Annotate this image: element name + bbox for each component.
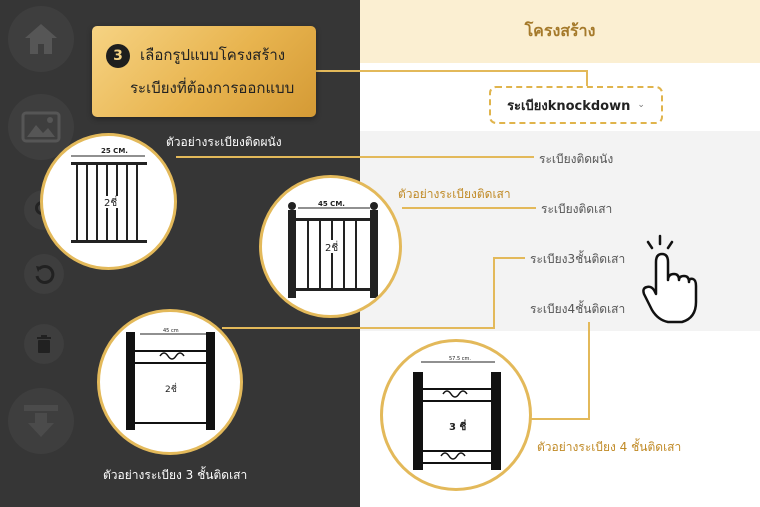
image-icon [21, 111, 61, 143]
caption-post: ตัวอย่างระเบียงติดเสา [398, 187, 511, 201]
pointer-hand-icon [638, 232, 698, 327]
connector-line [402, 207, 536, 209]
trash-icon [37, 335, 51, 353]
bar-count: 3 ชี่ [449, 419, 466, 433]
structure-select-value: ระเบียงknockdown [507, 98, 631, 114]
caption-3-tier: ตัวอย่างระเบียง 3 ชั้นติดเสา [103, 468, 248, 482]
panel-title: โครงสร้าง [360, 0, 760, 63]
step-callout: 3 เลือกรูปแบบโครงสร้าง ระเบียงที่ต้องการ… [92, 26, 316, 117]
connector-line [176, 156, 534, 158]
bar-count: 2ชี่ [165, 382, 177, 395]
connector-line [586, 70, 588, 87]
bar-count: 2ชี่ [104, 195, 117, 209]
structure-select[interactable]: ระเบียงknockdown ⌄ [489, 86, 663, 124]
connector-line [588, 322, 590, 420]
connector-line [493, 257, 495, 329]
example-wall-image: 25 CM. 2ชี่ [40, 133, 177, 270]
dimension-label: 45 CM. [318, 200, 345, 208]
connector-line [528, 418, 590, 420]
dimension-label: 45 cm [163, 328, 179, 334]
caption-wall: ตัวอย่างระเบียงติดผนัง [166, 135, 282, 149]
connector-line [222, 327, 495, 329]
delete-button[interactable] [24, 324, 64, 364]
undo-button[interactable] [24, 254, 64, 294]
step-line-1: เลือกรูปแบบโครงสร้าง [140, 46, 286, 64]
undo-icon [35, 264, 55, 284]
connector-line [493, 257, 525, 259]
step-number: 3 [106, 44, 130, 68]
bar-count: 2ชี่ [325, 240, 338, 254]
dimension-label: 57.5 cm. [449, 356, 471, 362]
option-wall[interactable]: ระเบียงติดผนัง [539, 152, 614, 166]
caption-4-tier: ตัวอย่างระเบียง 4 ชั้นติดเสา [537, 440, 682, 454]
step-line-2: ระเบียงที่ต้องการออกแบบ [130, 79, 295, 97]
option-post[interactable]: ระเบียงติดเสา [541, 202, 613, 216]
chevron-down-icon: ⌄ [637, 100, 645, 110]
home-button[interactable] [8, 6, 74, 72]
dimension-label: 25 CM. [101, 147, 128, 155]
image-button[interactable] [8, 94, 74, 160]
example-3-tier-image: 45 cm 2ชี่ [97, 309, 243, 455]
example-4-tier-image: 57.5 cm. 3 ชี่ [380, 339, 532, 491]
example-post-image: 45 CM. 2ชี่ [259, 175, 402, 318]
download-button[interactable] [8, 388, 74, 454]
home-icon [25, 24, 57, 54]
option-3-tier[interactable]: ระเบียง3ชั้นติดเสา [530, 252, 626, 266]
option-4-tier[interactable]: ระเบียง4ชั้นติดเสา [530, 302, 626, 316]
connector-line [316, 70, 588, 72]
download-icon [24, 405, 58, 437]
